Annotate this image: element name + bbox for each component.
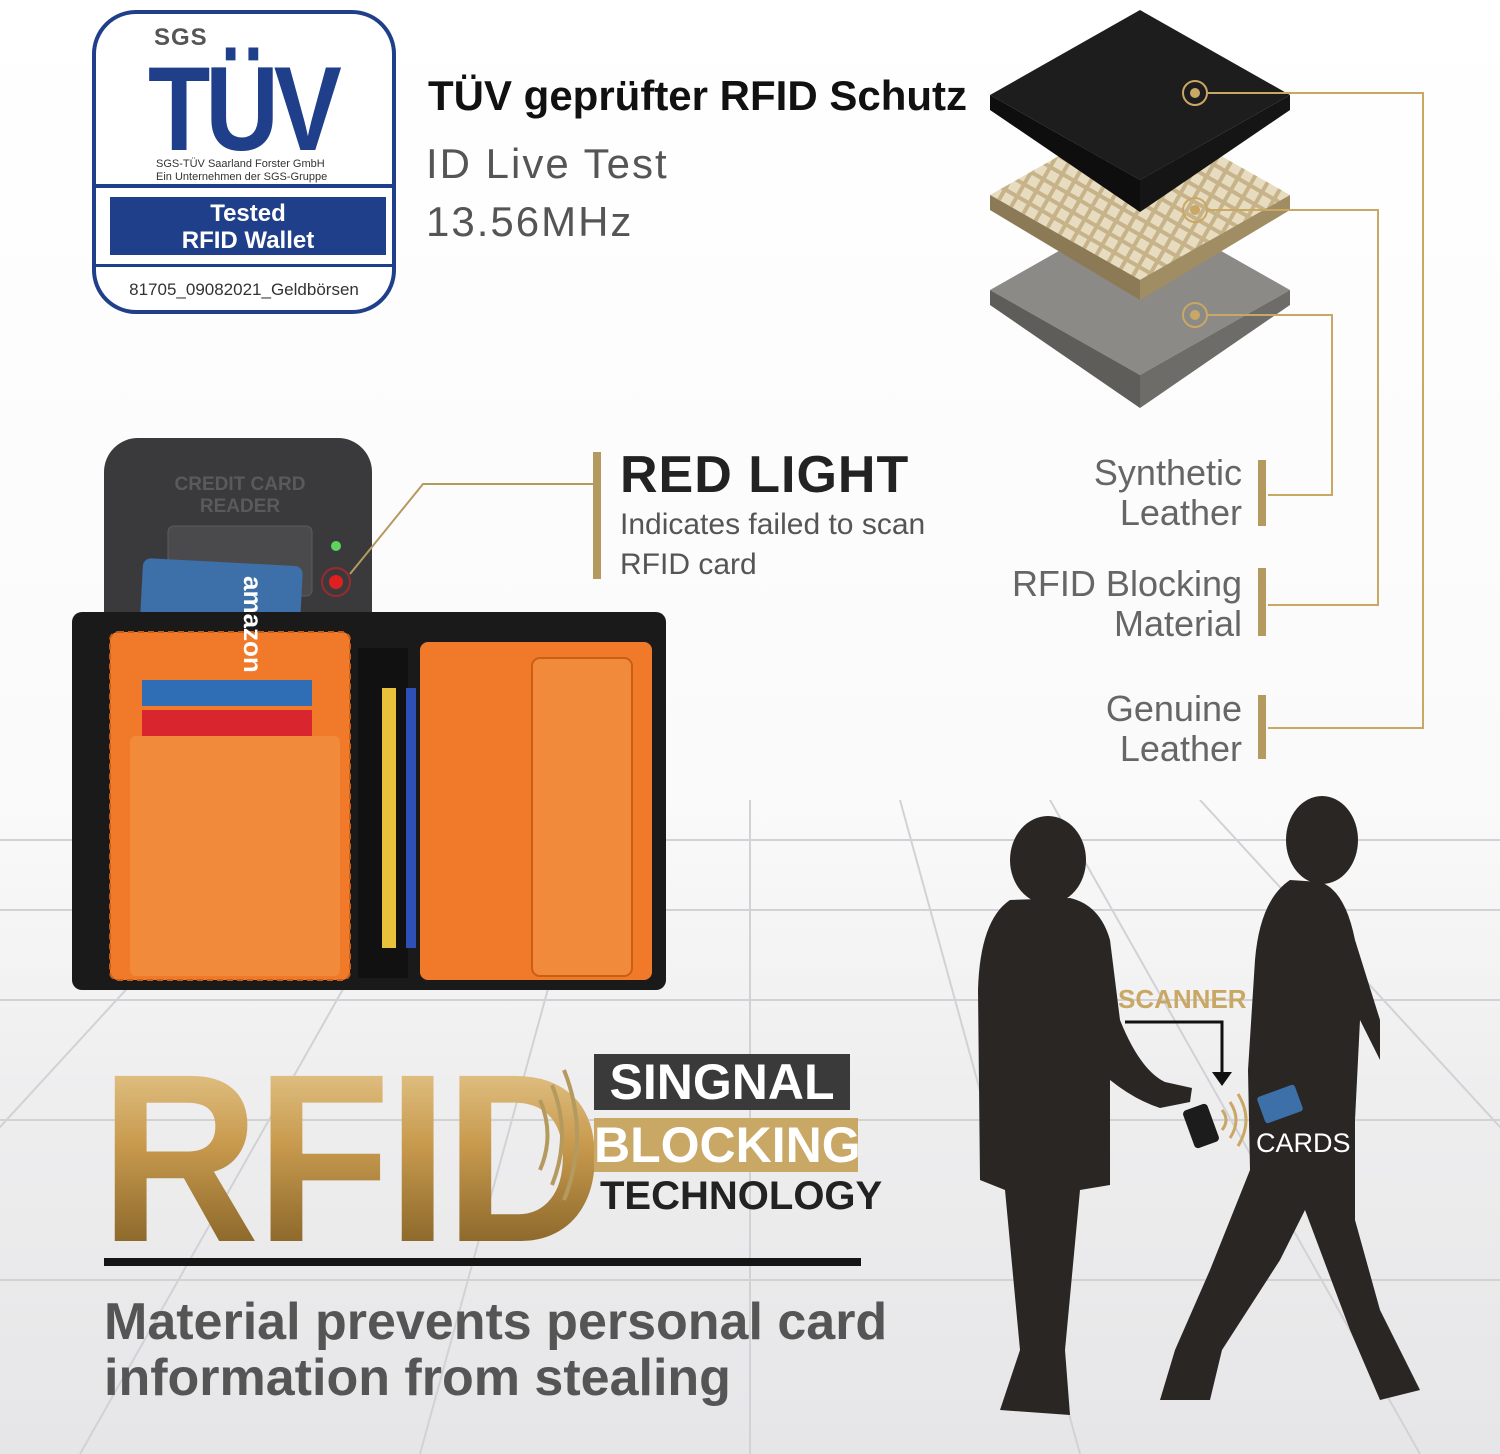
- technology-label: TECHNOLOGY: [600, 1174, 883, 1218]
- layer-label-genuine-line1: Genuine: [1105, 688, 1242, 729]
- layer-label-rfid-line2: Material: [1113, 603, 1242, 644]
- blocking-label: BLOCKING: [594, 1117, 861, 1173]
- wallet-illustration: CREDIT CARD READER amazon: [68, 436, 668, 992]
- badge-tested-box: Tested RFID Wallet: [110, 197, 386, 255]
- layer-label-bar: [1258, 568, 1266, 636]
- victim-silhouette-icon: [1160, 880, 1420, 1400]
- badge-code: 81705_09082021_Geldbörsen: [129, 280, 359, 299]
- skimming-scene-illustration: [978, 796, 1420, 1415]
- thief-silhouette-icon: [978, 898, 1192, 1415]
- thief-head-icon: [1010, 816, 1086, 904]
- layer-label-bar: [1258, 460, 1266, 526]
- header-test: ID Live Test: [426, 140, 669, 187]
- reader-label-line1: CREDIT CARD: [174, 474, 306, 495]
- victim-head-icon: [1286, 796, 1358, 884]
- cards-label: CARDS: [1256, 1128, 1351, 1158]
- tuv-certificate-badge: SGS TÜV SGS-TÜV Saarland Forster GmbH Ei…: [92, 10, 396, 314]
- reader-label-line2: READER: [199, 496, 281, 517]
- layer-label-bar: [1258, 695, 1266, 759]
- layer-label-genuine-line2: Leather: [1119, 728, 1242, 769]
- card-brand: amazon: [238, 576, 268, 673]
- wallet-graphic: [72, 438, 666, 990]
- scanner-label: SCANNER: [1118, 984, 1247, 1014]
- signal-waves-icon: [538, 1069, 579, 1201]
- red-light-line2: RFID card: [620, 548, 757, 581]
- divider-rule: [104, 1258, 861, 1266]
- layer-label-genuine: Genuine Leather: [1106, 689, 1242, 769]
- red-light-line1: Indicates failed to scan: [620, 508, 926, 541]
- badge-brand: SGS: [154, 24, 208, 51]
- layer-label-synthetic-line1: Synthetic: [1093, 452, 1242, 493]
- badge-line1: SGS-TÜV Saarland Forster GmbH: [156, 158, 325, 170]
- header-title: TÜV geprüfter RFID Schutz: [428, 72, 968, 119]
- header-frequency: 13.56MHz: [426, 198, 634, 245]
- layer-label-rfid: RFID Blocking Material: [1012, 564, 1242, 644]
- badge-tested-line2: RFID Wallet: [181, 227, 315, 254]
- badge-divider: [96, 184, 392, 188]
- footer-line2: information from stealing: [104, 1349, 731, 1407]
- badge-line2: Ein Unternehmen der SGS-Gruppe: [156, 171, 328, 183]
- badge-divider-2: [96, 264, 392, 267]
- badge-mark: TÜV: [148, 42, 342, 176]
- layer-leader-lines: [1268, 400, 1424, 729]
- layer-label-synthetic-line2: Leather: [1119, 492, 1242, 533]
- rfid-headline: RFID: [100, 1020, 604, 1296]
- footer-line1: Material prevents personal card: [104, 1293, 888, 1351]
- layer-label-synthetic: Synthetic Leather: [1094, 453, 1242, 533]
- layer-synthetic-leather: [990, 10, 1290, 180]
- red-light-bar: [593, 452, 601, 579]
- reader-label: CREDIT CARD READER: [160, 474, 320, 518]
- material-layers-illustration: [990, 10, 1424, 420]
- red-light-title: RED LIGHT: [620, 446, 910, 504]
- signal-label: SINGNAL: [594, 1054, 850, 1110]
- layer-label-rfid-line1: RFID Blocking: [1011, 563, 1242, 604]
- badge-tested-line1: Tested: [210, 200, 286, 227]
